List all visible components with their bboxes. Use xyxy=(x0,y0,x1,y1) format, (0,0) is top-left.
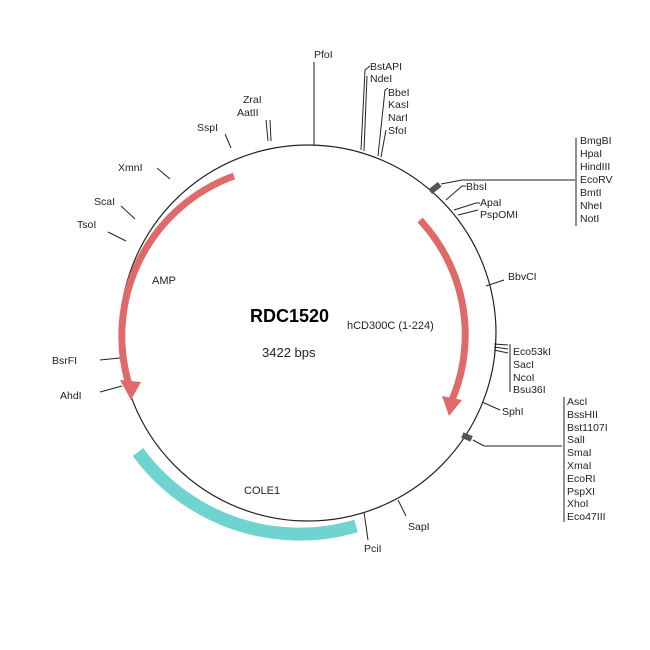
site-eco47iii[interactable]: Eco47III xyxy=(567,511,606,523)
insert-arrowhead xyxy=(442,396,462,416)
eco53ki-tick-1 xyxy=(493,343,509,346)
site-tsoi[interactable]: TsoI xyxy=(77,219,96,231)
site-nari[interactable]: NarI xyxy=(388,112,408,124)
plasmid-backbone xyxy=(119,144,497,522)
site-sphi[interactable]: SphI xyxy=(502,406,524,418)
site-saci[interactable]: SacI xyxy=(513,359,534,371)
plasmid-size: 3422 bps xyxy=(262,345,316,360)
asci-leader-a xyxy=(472,439,485,447)
bstapi-leader xyxy=(360,65,371,151)
site-ndei[interactable]: NdeI xyxy=(370,73,392,85)
site-aatii[interactable]: AatII xyxy=(237,107,259,119)
insert-name: hCD300C (1-224) xyxy=(347,320,434,332)
site-xmni[interactable]: XmnI xyxy=(118,162,143,174)
apai-leader xyxy=(453,202,480,211)
bmgbi-cluster-block xyxy=(428,181,442,195)
bbei-leader xyxy=(377,87,389,157)
asci-cluster-block xyxy=(461,432,473,442)
site-ahdi[interactable]: AhdI xyxy=(60,390,82,402)
ahdi-tick xyxy=(99,385,123,393)
site-bsrfi[interactable]: BsrFI xyxy=(52,355,77,367)
site-bbsi[interactable]: BbsI xyxy=(466,181,487,193)
site-kasi[interactable]: KasI xyxy=(388,99,409,111)
site-bbvci[interactable]: BbvCI xyxy=(508,271,537,283)
site-bbei[interactable]: BbeI xyxy=(388,87,410,99)
tsoi-tick xyxy=(107,231,127,242)
site-bsu36i[interactable]: Bsu36I xyxy=(513,384,546,396)
insert-feature-arrow[interactable] xyxy=(417,217,469,402)
amp-label: AMP xyxy=(152,275,176,287)
site-bsshii[interactable]: BssHII xyxy=(567,409,598,421)
site-bst1107i[interactable]: Bst1107I xyxy=(567,422,608,434)
site-ncoi[interactable]: NcoI xyxy=(513,372,535,384)
site-bmgbi[interactable]: BmgBI xyxy=(580,135,612,147)
site-asci[interactable]: AscI xyxy=(567,396,587,408)
cole1-feature-arc[interactable] xyxy=(132,448,358,541)
site-sapi[interactable]: SapI xyxy=(408,521,430,533)
site-nhei[interactable]: NheI xyxy=(580,200,602,212)
xmni-tick xyxy=(156,167,171,180)
site-noti[interactable]: NotI xyxy=(580,213,599,225)
sphi-tick xyxy=(481,401,501,411)
site-bstapi[interactable]: BstAPI xyxy=(370,61,402,73)
site-pspomi[interactable]: PspOMI xyxy=(480,209,518,221)
eco53ki-tick-2 xyxy=(493,346,509,350)
site-scai[interactable]: ScaI xyxy=(94,196,115,208)
site-sfoi[interactable]: SfoI xyxy=(388,125,407,137)
site-pcii[interactable]: PciI xyxy=(364,543,382,555)
site-hpai[interactable]: HpaI xyxy=(580,148,602,160)
zrai-tick-2 xyxy=(269,119,272,142)
sspi-tick xyxy=(224,133,232,149)
cole1-label: COLE1 xyxy=(244,485,280,497)
site-zrai[interactable]: ZraI xyxy=(243,94,262,106)
sapi-tick xyxy=(397,499,407,517)
site-sspi[interactable]: SspI xyxy=(197,122,218,134)
bbsi-leader xyxy=(445,185,466,201)
bsrfi-tick xyxy=(99,357,121,361)
bbvci-tick xyxy=(485,279,505,287)
apai-tick-2 xyxy=(457,209,479,216)
site-pfoi[interactable]: PfoI xyxy=(314,49,333,61)
site-ecorv[interactable]: EcoRV xyxy=(580,174,613,186)
site-xmai[interactable]: XmaI xyxy=(567,460,592,472)
eco53ki-tick-3 xyxy=(493,349,509,354)
site-bmti[interactable]: BmtI xyxy=(580,187,602,199)
site-sali[interactable]: SalI xyxy=(567,434,585,446)
bmgbi-leader-a xyxy=(440,179,463,185)
site-hindiii[interactable]: HindIII xyxy=(580,161,610,173)
site-pspxi[interactable]: PspXI xyxy=(567,486,595,498)
pcii-tick xyxy=(363,511,369,541)
plasmid-name: RDC1520 xyxy=(250,306,329,326)
bstapi-tick-2 xyxy=(363,75,368,152)
bbei-tick-2 xyxy=(380,129,387,158)
site-apai[interactable]: ApaI xyxy=(480,197,502,209)
scai-tick xyxy=(120,205,136,220)
amp-arrowhead xyxy=(120,380,141,400)
zrai-tick-1 xyxy=(265,119,269,142)
amp-feature-arrow[interactable] xyxy=(118,172,236,390)
site-eco53ki[interactable]: Eco53kI xyxy=(513,346,551,358)
site-smai[interactable]: SmaI xyxy=(567,447,592,459)
site-ecori[interactable]: EcoRI xyxy=(567,473,596,485)
site-xhoi[interactable]: XhoI xyxy=(567,498,589,510)
